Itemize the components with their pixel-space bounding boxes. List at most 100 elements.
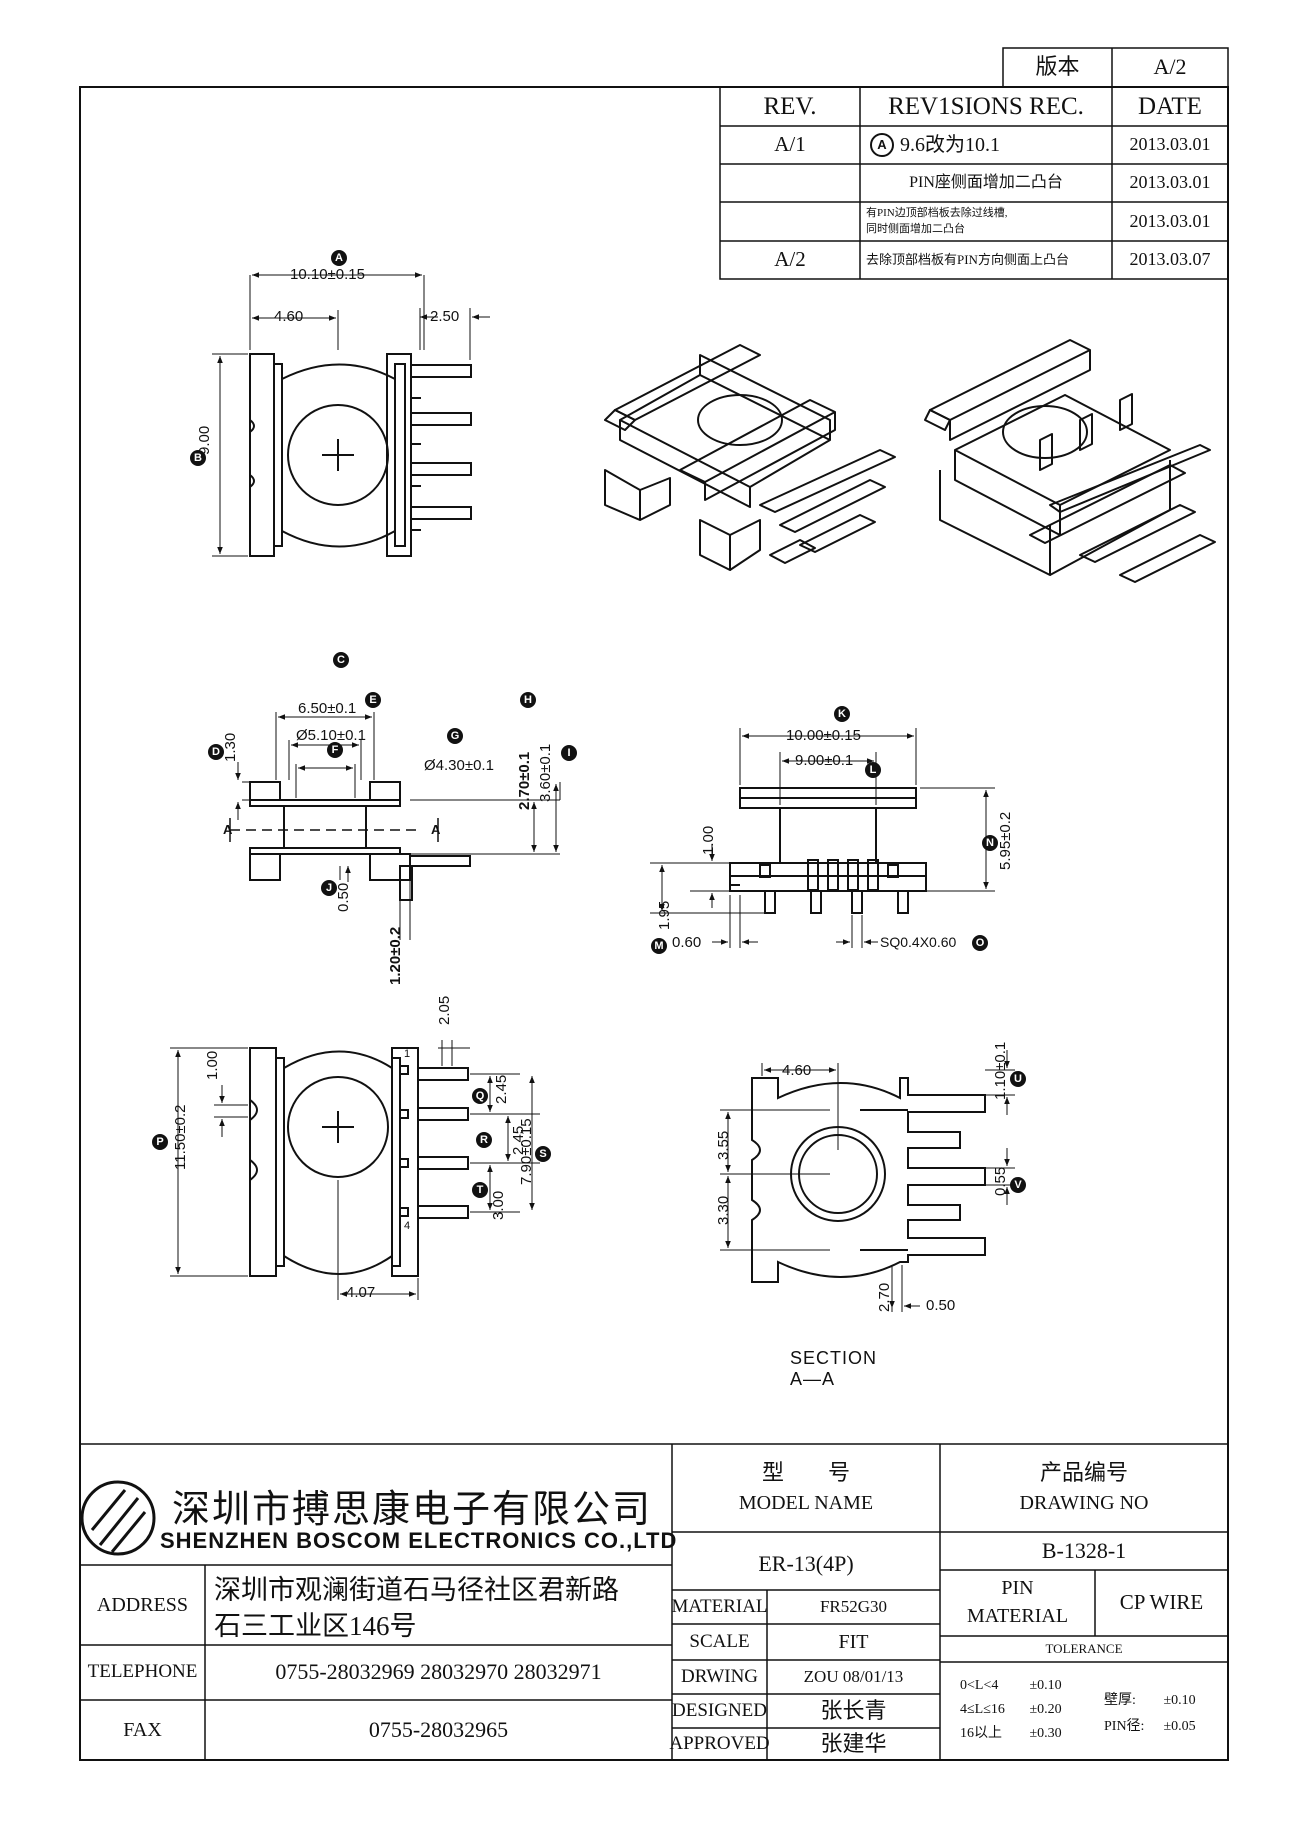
marker-k: K (834, 706, 850, 722)
section-cut-arrows (229, 818, 439, 842)
telephone-label: TELEPHONE (87, 1661, 198, 1683)
section-view (751, 1077, 986, 1283)
marker-b: B (190, 450, 206, 466)
version-value: A/2 (1153, 54, 1187, 80)
address-line-1: 深圳市观澜街道石马径社区君新路 (214, 1575, 619, 1605)
drwing-value: ZOU 08/01/13 (803, 1666, 904, 1686)
approved-label: APPROVED (669, 1732, 770, 1754)
dim-side-120: 1.20±0.2 (387, 926, 404, 985)
tol-row-1-value: ±0.10 (1029, 1678, 1062, 1693)
front-view (729, 787, 927, 914)
marker-s: S (535, 1146, 551, 1162)
dim-side-430: Ø4.30±0.1 (424, 757, 494, 774)
marker-p: P (152, 1134, 168, 1150)
bottom-view (249, 1047, 469, 1277)
tol-row-1-range: 0<L<4 (960, 1678, 999, 1693)
dim-bottom-100: 1.00 (204, 1050, 221, 1080)
model-name-cn: 型 号 (761, 1460, 850, 1485)
rev-row-1-desc: 9.6改为10.1 (900, 134, 1000, 156)
rev-date-header: DATE (1138, 92, 1202, 120)
cut-mark-left: A (223, 822, 233, 837)
dim-side-650: 6.50±0.1 (298, 700, 357, 717)
dim-side-130: 1.30 (222, 732, 239, 762)
drawing-no-value: B-1328-1 (1041, 1537, 1127, 1563)
rev-row-2-date: 2013.03.01 (1129, 172, 1211, 193)
dim-front-1000: 10.00±0.15 (786, 727, 861, 744)
marker-n: N (982, 835, 998, 851)
dim-front-sq: SQ0.4X0.60 (880, 934, 957, 950)
rev-mark-icon: A (870, 133, 894, 157)
pin-material-line1: PIN (1001, 1577, 1034, 1599)
pin-dia-value: ±0.05 (1163, 1719, 1196, 1734)
tol-row-2: 4≤L≤16 ±0.20 (960, 1698, 1062, 1722)
scale-label: SCALE (689, 1630, 750, 1652)
section-title: SECTION A—A (790, 1348, 878, 1389)
wall-value: ±0.10 (1163, 1693, 1196, 1708)
bottom-view-dims (170, 1040, 540, 1300)
marker-a: A (331, 250, 347, 266)
dim-side-360: 3.60±0.1 (537, 743, 554, 802)
model-name-value: ER-13(4P) (758, 1550, 854, 1576)
marker-l: L (865, 762, 881, 778)
rev-row-3-line2: 同时侧面增加二凸台 (866, 223, 965, 235)
rev-row-2-text: PIN座侧面增加二凸台 (909, 174, 1063, 192)
version-label: 版本 (1035, 54, 1080, 80)
designed-value: 张长青 (820, 1697, 887, 1723)
section-view-dims (720, 1050, 1015, 1312)
marker-f: F (327, 742, 343, 758)
marker-v: V (1010, 1177, 1026, 1193)
dim-bottom-300: 3.00 (490, 1190, 507, 1220)
marker-c: C (333, 652, 349, 668)
model-name-en: MODEL NAME (738, 1492, 874, 1514)
dim-bottom-407: 4.07 (346, 1284, 376, 1301)
rev-rec-header: REV1SIONS REC. (888, 92, 1084, 120)
marker-e: E (365, 692, 381, 708)
rev-row-1-rev: A/1 (774, 132, 806, 157)
isometric-view-left (604, 344, 896, 571)
revision-table-grid (719, 86, 1229, 280)
rev-row-4-rev: A/2 (774, 247, 806, 272)
approved-value: 张建华 (820, 1730, 887, 1756)
fax-label: FAX (123, 1719, 162, 1741)
pin-material-value: CP WIRE (1119, 1590, 1204, 1615)
designed-label: DESIGNED (672, 1699, 767, 1721)
dim-top-460: 4.60 (274, 308, 304, 325)
dim-section-110: 1.10±0.1 (992, 1041, 1009, 1100)
tol-row-3-value: ±0.30 (1029, 1726, 1062, 1741)
rev-row-4-text: 去除顶部档板有PIN方向侧面上凸台 (866, 251, 1069, 267)
company-name-cn: 深圳市搏思康电子有限公司 (172, 1489, 653, 1531)
telephone-value: 0755-28032969 28032970 28032971 (275, 1659, 602, 1685)
rev-row-3-text: 有PIN边顶部档板去除过线槽, 同时侧面增加二凸台 (866, 205, 1110, 239)
drawing-frame (79, 86, 1229, 1761)
dim-section-050: 0.50 (926, 1297, 956, 1314)
material-label: MATERIAL (671, 1595, 768, 1617)
rev-row-4-date: 2013.03.07 (1129, 249, 1211, 270)
dim-bottom-790: 7.90±0.15 (518, 1118, 535, 1185)
marker-m: M (651, 938, 667, 954)
drawing-no-cn: 产品编号 (1039, 1460, 1128, 1485)
marker-d: D (208, 744, 224, 760)
drawing-no-header: 产品编号 DRAWING NO (940, 1458, 1228, 1518)
pin-dia-label: PIN径: (1104, 1719, 1145, 1734)
rev-row-3-line1: 有PIN边顶部档板去除过线槽, (866, 207, 1008, 219)
dim-section-270: 2.70 (876, 1282, 893, 1312)
pin-material-line2: MATERIAL (966, 1605, 1069, 1627)
tol-row-3: 16以上 ±0.30 (960, 1722, 1062, 1746)
drawing-no-en: DRAWING NO (1019, 1492, 1149, 1514)
marker-h: H (520, 692, 536, 708)
dim-section-355: 3.55 (715, 1130, 732, 1160)
cut-mark-right: A (431, 822, 441, 837)
dim-section-055: 0.55 (992, 1166, 1009, 1196)
marker-u: U (1010, 1071, 1026, 1087)
dim-front-100: 1.00 (700, 825, 717, 855)
dim-front-195: 1.95 (656, 900, 673, 930)
tol-row-2-range: 4≤L≤16 (960, 1702, 1005, 1717)
tol-row-1: 0<L<4 ±0.10 (960, 1674, 1062, 1698)
wall-label: 壁厚: (1104, 1693, 1136, 1708)
dim-side-510: Ø5.10±0.1 (296, 727, 366, 744)
dim-bottom-1150: 11.50±0.2 (172, 1104, 189, 1170)
marker-g: G (447, 728, 463, 744)
dim-front-060: 0.60 (672, 934, 702, 951)
drwing-label: DRWING (680, 1665, 759, 1687)
